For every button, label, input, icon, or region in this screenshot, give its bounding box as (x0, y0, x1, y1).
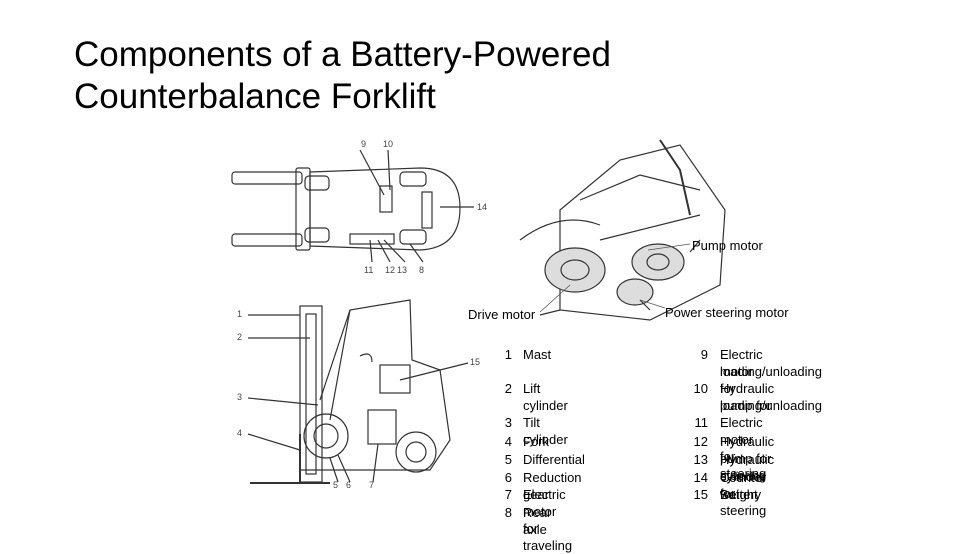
side-number-1: 1 (237, 309, 243, 319)
pump-motor-label: Pump motor (692, 238, 763, 253)
legend-number: 13 (693, 452, 708, 467)
top-number-13: 13 (397, 265, 408, 275)
top-number-14: 14 (477, 202, 488, 212)
top-number-9: 9 (361, 139, 367, 149)
legend-text: Counter weight (720, 470, 767, 502)
legend-number: 2 (504, 381, 512, 396)
legend-text: Tilt cylinder (523, 415, 568, 447)
legend-text: Battery (720, 487, 762, 502)
pump-motor-leader (647, 243, 691, 251)
legend-text: Fork (523, 434, 549, 449)
side-number-7: 7 (369, 480, 375, 490)
legend-number: 3 (504, 415, 512, 430)
legend-text: Hydraulic pump for steering (720, 434, 775, 483)
power-steering-motor-label: Power steering motor (665, 305, 789, 320)
legend-number: 12 (693, 434, 708, 449)
legend-number: 10 (693, 381, 708, 396)
legend-number: 9 (700, 347, 708, 362)
legend-text: Hydraulic cylinder for steering (720, 452, 775, 518)
page-title: Components of a Battery-Powered Counterb… (74, 34, 774, 118)
side-number-6: 6 (346, 480, 352, 490)
perspective-motor-drawing (519, 139, 726, 321)
top-number-8: 8 (419, 265, 425, 275)
legend-text: Reduction gear (523, 470, 582, 502)
legend-number: 5 (504, 452, 512, 467)
legend-number: 11 (694, 415, 709, 430)
legend-text: Mast (523, 347, 552, 362)
title-line-1: Components of a Battery-Powered (74, 35, 611, 74)
legend-text: Electric motor for (720, 347, 763, 396)
legend-text: Hydraulic pump for (720, 381, 775, 413)
legend-text: Lift cylinder (523, 381, 568, 413)
legend-number: 7 (504, 487, 512, 502)
top-number-10: 10 (383, 139, 394, 149)
top-number-11: 11 (364, 265, 374, 275)
legend-number: 15 (693, 487, 708, 502)
power-steering-motor-leader (639, 299, 666, 309)
drive-motor-leader (539, 284, 571, 313)
legend-number: 1 (504, 347, 512, 362)
side-number-3: 3 (237, 392, 243, 402)
title-line-2: Counterbalance Forklift (74, 77, 436, 116)
side-view-drawing (247, 299, 469, 484)
legend-text-continued: loading/unloading (720, 398, 822, 413)
legend-number: 8 (504, 505, 512, 520)
legend-number: 4 (504, 434, 512, 449)
top-number-12: 12 (385, 265, 396, 275)
side-number-4: 4 (237, 428, 243, 438)
legend-text-continued: loading/unloading (720, 364, 822, 379)
side-number-15: 15 (470, 357, 481, 367)
legend-number: 6 (504, 470, 512, 485)
legend-text: Electric motor for steering (720, 415, 767, 481)
legend-text: Rear axle (523, 505, 552, 537)
top-view-drawing (231, 149, 474, 263)
forklift-diagrams (231, 139, 726, 484)
legend-number: 14 (693, 470, 708, 485)
side-number-2: 2 (237, 332, 243, 342)
side-number-5: 5 (333, 480, 339, 490)
drive-motor-label: Drive motor (468, 307, 536, 322)
legend-text: Differential (523, 452, 585, 467)
